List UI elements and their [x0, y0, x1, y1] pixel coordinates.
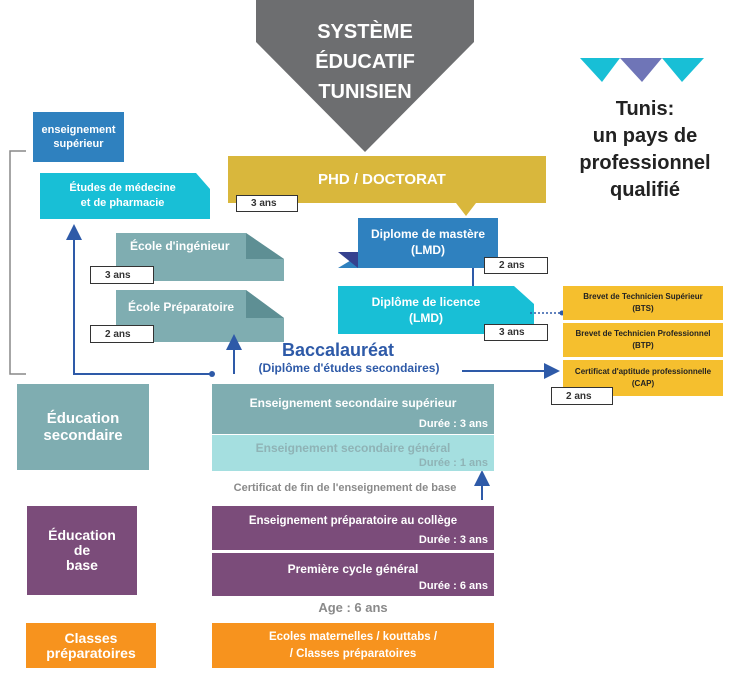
basic-label: Éducation de base — [27, 506, 137, 595]
engineer-duration: 3 ans — [90, 266, 154, 284]
licence-label: Diplôme de licence (LMD) — [371, 295, 481, 325]
school-age: Age : 6 ans — [318, 600, 388, 615]
slogan: Tunis: un pays de professionnel qualifié — [579, 98, 711, 201]
master-label: Diplome de mastère (LMD) — [370, 227, 486, 257]
basic-certificate: Certificat de fin de l'enseignement de b… — [233, 482, 457, 494]
secondary-label: Éducation secondaire — [17, 384, 149, 470]
bac-subtitle: (Diplôme d'études secondaires) — [258, 361, 440, 375]
secondary-general-box: Enseignement secondaire général Durée : … — [212, 435, 494, 471]
bac-title: Baccalauréat — [281, 340, 395, 360]
licence-duration: 3 ans — [484, 324, 548, 341]
bts-box: Brevet de Technicien Supérieur (BTS) — [563, 286, 723, 320]
superior-education-label: enseignement supérieur — [33, 112, 124, 162]
secondary-upper-box: Enseignement secondaire supérieur Durée … — [212, 384, 494, 434]
primary-box: Première cycle général Durée : 6 ans — [212, 553, 494, 596]
phd-duration: 3 ans — [236, 195, 298, 212]
phd-shape — [228, 156, 546, 216]
engineer-school-label: École d'ingénieur — [130, 239, 230, 253]
prep-duration: 2 ans — [90, 325, 154, 343]
licence-bts-connector — [530, 310, 565, 316]
superior-bracket — [9, 150, 26, 375]
master-licence-connector — [472, 268, 474, 286]
master-duration: 2 ans — [484, 257, 548, 274]
master-shape — [338, 218, 498, 268]
page-title: SYSTÈME ÉDUCATIF TUNISIEN — [315, 21, 415, 103]
phd-label: PHD / DOCTORAT — [318, 171, 446, 188]
prep-school-label: École Préparatoire — [128, 300, 235, 314]
btp-box: Brevet de Technicien Professionnel (BTP) — [563, 323, 723, 357]
title-diamond — [256, 0, 474, 152]
licence-shape — [338, 286, 534, 334]
preparatory-label: Classes préparatoires — [26, 623, 156, 668]
medicine-shape — [40, 173, 210, 219]
logo-triangles-icon — [580, 58, 704, 82]
medicine-label: Études de médecine et de pharmacie — [69, 182, 176, 209]
college-box: Enseignement préparatoire au collège Dur… — [212, 506, 494, 550]
preparatory-box: Ecoles maternelles / kouttabs / / Classe… — [212, 623, 494, 668]
professional-duration: 2 ans — [551, 387, 613, 405]
